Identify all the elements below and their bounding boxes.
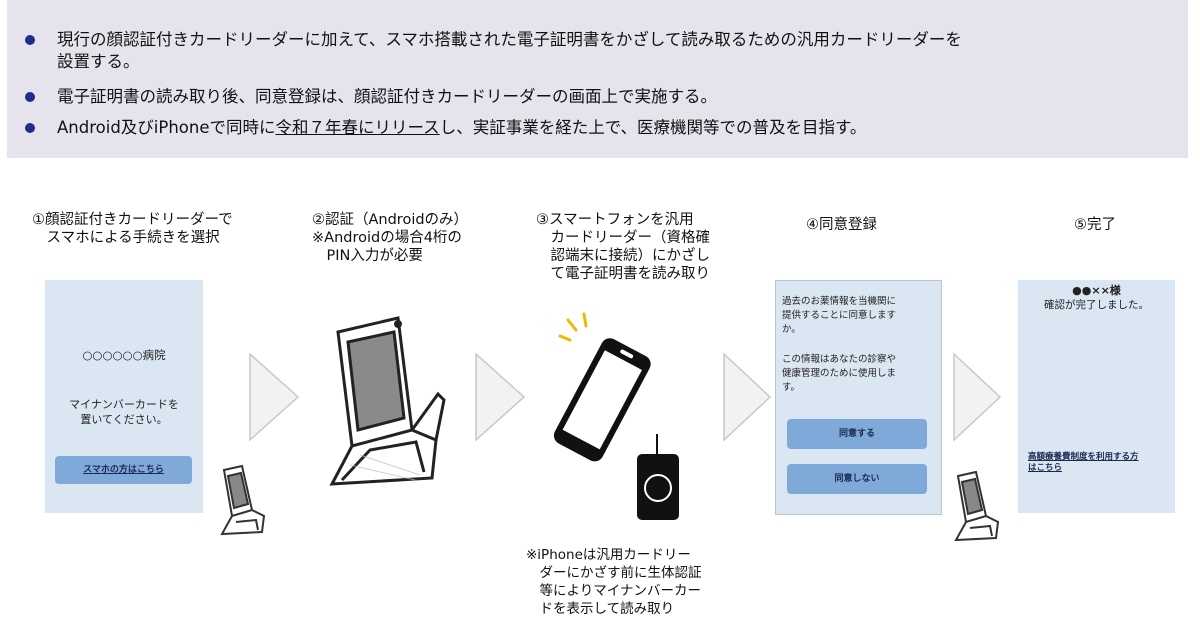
bullet-text: Android及びiPhoneで同時に [57, 118, 276, 137]
high-cost-medical-link[interactable]: 高額療養費制度を利用する方 はこちら [1028, 452, 1139, 473]
completion-message: 確認が完了しました。 [1044, 299, 1149, 311]
bullet-dot [25, 92, 35, 102]
bullet-dot [25, 123, 35, 133]
patient-name: ●●××様 [1072, 284, 1121, 297]
summary-box: 現行の顔認証付きカードリーダーに加えて、スマホ搭載された電子証明書をかざして読み… [7, 0, 1188, 158]
hospital-name: ○○○○○○病院 [82, 348, 166, 362]
card-reader-small-icon [954, 470, 1000, 542]
agree-button[interactable]: 同意する [787, 419, 927, 449]
summary-bullet-3: Android及びiPhoneで同時に令和７年春にリリースし、実証事業を経た上で… [25, 117, 1157, 139]
card-reader-small-icon [220, 464, 266, 536]
arrow-right-icon [953, 352, 1002, 442]
pin-reader-device-icon [329, 316, 446, 486]
step-5-title: ⑤完了 [1074, 217, 1116, 233]
step-1-title: ①顔認証付きカードリーダーで スマホによる手続きを選択 [32, 212, 233, 246]
completion-screen: ●●××様 確認が完了しました。 高額療養費制度を利用する方 はこちら [1018, 280, 1175, 513]
step-4-title: ④同意登録 [806, 217, 877, 233]
step-2-title: ②認証（Androidのみ） ※Androidの場合4桁の PIN入力が必要 [312, 212, 469, 264]
card-instruction: マイナンバーカードを 置いてください。 [69, 398, 179, 426]
bullet-text-end: し、実証事業を経た上で、医療機関等での普及を目指す。 [439, 118, 867, 137]
bullet-text: 電子証明書の読み取り後、同意登録は、顔認証付きカードリーダーの画面上で実施する。 [57, 87, 717, 106]
consent-screen: 過去のお薬情報を当機関に 提供することに同意します か。 この情報はあなたの診察… [775, 280, 942, 515]
consent-purpose: この情報はあなたの診察や 健康管理のために使用しま す。 [782, 354, 897, 393]
bullet-dot [25, 35, 35, 45]
smartphone-tap-illustration [553, 312, 679, 520]
bullet-text: 現行の顔認証付きカードリーダーに加えて、スマホ搭載された電子証明書をかざして読み… [57, 30, 962, 49]
arrow-right-icon [723, 352, 772, 442]
summary-bullet-2: 電子証明書の読み取り後、同意登録は、顔認証付きカードリーダーの画面上で実施する。 [25, 86, 1157, 108]
summary-bullet-1: 現行の顔認証付きカードリーダーに加えて、スマホ搭載された電子証明書をかざして読み… [25, 29, 1157, 73]
smartphone-option-button[interactable]: スマホの方はこちら [55, 456, 192, 484]
release-date-highlight: 令和７年春にリリース [275, 118, 440, 137]
disagree-button[interactable]: 同意しない [787, 464, 927, 494]
iphone-note: ※iPhoneは汎用カードリー ダーにかざす前に生体認証 等によりマイナンバーカ… [526, 547, 702, 617]
consent-question: 過去のお薬情報を当機関に 提供することに同意します か。 [782, 296, 897, 335]
arrow-right-icon [249, 352, 300, 442]
bullet-text-continued: 設置する。 [57, 52, 140, 71]
arrow-right-icon [475, 352, 526, 442]
reader-screen-select: ○○○○○○病院 マイナンバーカードを 置いてください。 スマホの方はこちら [45, 280, 203, 513]
step-3-title: ③スマートフォンを汎用 カードリーダー（資格確 認端末に接続）にかざし て電子証… [536, 212, 710, 282]
